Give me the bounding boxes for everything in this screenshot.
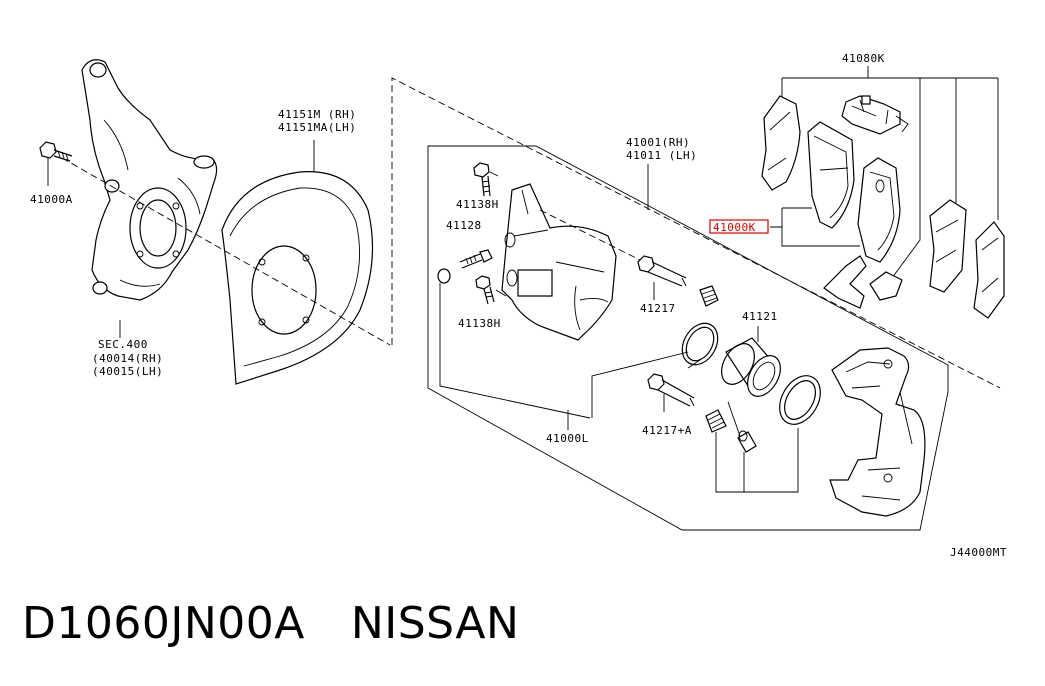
brake-dust-shield[interactable] bbox=[221, 140, 374, 385]
label-shield-rh: 41151M (RH) bbox=[278, 108, 356, 121]
leader-pad-set bbox=[770, 207, 860, 247]
part-caption: D1060JN00A NISSAN bbox=[22, 598, 519, 649]
caliper-bolt-lower[interactable] bbox=[475, 275, 507, 305]
pad-wear-clip[interactable] bbox=[841, 95, 909, 135]
pad-shim-outer[interactable] bbox=[761, 95, 801, 191]
knuckle-bolt[interactable] bbox=[39, 141, 73, 186]
caliper-group-frame bbox=[427, 145, 949, 531]
caliper-bracket[interactable] bbox=[829, 347, 926, 517]
axis-caliper bbox=[539, 209, 641, 261]
pad-set-highlight-box[interactable] bbox=[709, 219, 769, 234]
label-pad-set[interactable]: 41000K bbox=[713, 221, 756, 234]
assembly-frame-dashed bbox=[391, 77, 1001, 389]
piston-seal[interactable] bbox=[675, 317, 725, 371]
label-knuckle-rh: (40014(RH) bbox=[92, 352, 163, 365]
label-bolt-upper: 41138H bbox=[456, 198, 499, 211]
brand-name: NISSAN bbox=[350, 598, 520, 649]
bleeder-screw[interactable] bbox=[437, 249, 493, 284]
caliper-body[interactable] bbox=[501, 183, 617, 341]
guide-pin-a[interactable] bbox=[647, 373, 695, 412]
pad-shim-inner[interactable] bbox=[929, 199, 967, 293]
assembly-axis-left bbox=[61, 157, 391, 346]
caliper-bolt-upper[interactable] bbox=[473, 162, 499, 197]
pin-boot-lower[interactable] bbox=[705, 409, 727, 433]
label-knuckle-bolt: 41000A bbox=[30, 193, 73, 206]
steering-knuckle[interactable] bbox=[81, 59, 218, 338]
leader-pad-kit bbox=[781, 66, 999, 279]
part-number: D1060JN00A bbox=[22, 598, 305, 649]
label-guide-pin: 41217 bbox=[640, 302, 676, 315]
label-bolt-lower: 41138H bbox=[458, 317, 501, 330]
label-guide-pin-a: 41217+A bbox=[642, 424, 692, 437]
leader-seal-group bbox=[591, 351, 701, 418]
label-seal-kit: 41121 bbox=[742, 310, 778, 323]
guide-pin[interactable] bbox=[637, 255, 687, 300]
label-pad-kit: 41080K bbox=[842, 52, 885, 65]
label-caliper-assy: 41000L bbox=[546, 432, 589, 445]
diagram-code: J44000MT bbox=[950, 546, 1007, 559]
label-knuckle-section: SEC.400 bbox=[98, 338, 148, 351]
leader-bleeder bbox=[439, 283, 591, 419]
label-caliper-lh: 41011 (LH) bbox=[626, 149, 697, 162]
piston[interactable] bbox=[715, 337, 787, 402]
pin-sleeve[interactable] bbox=[737, 430, 757, 453]
brake-pad-inner[interactable] bbox=[857, 157, 901, 263]
brake-pad-outer[interactable] bbox=[807, 121, 855, 229]
piston-boot[interactable] bbox=[771, 368, 828, 431]
pad-retainer-lower[interactable] bbox=[823, 255, 903, 309]
label-bleeder: 41128 bbox=[446, 219, 482, 232]
label-knuckle-lh: (40015(LH) bbox=[92, 365, 163, 378]
label-shield-lh: 41151MA(LH) bbox=[278, 121, 356, 134]
pad-anti-squeal-shim[interactable] bbox=[973, 221, 1005, 319]
label-caliper-rh: 41001(RH) bbox=[626, 136, 690, 149]
pin-boot-upper[interactable] bbox=[699, 285, 719, 307]
leader-small-parts bbox=[715, 401, 799, 493]
